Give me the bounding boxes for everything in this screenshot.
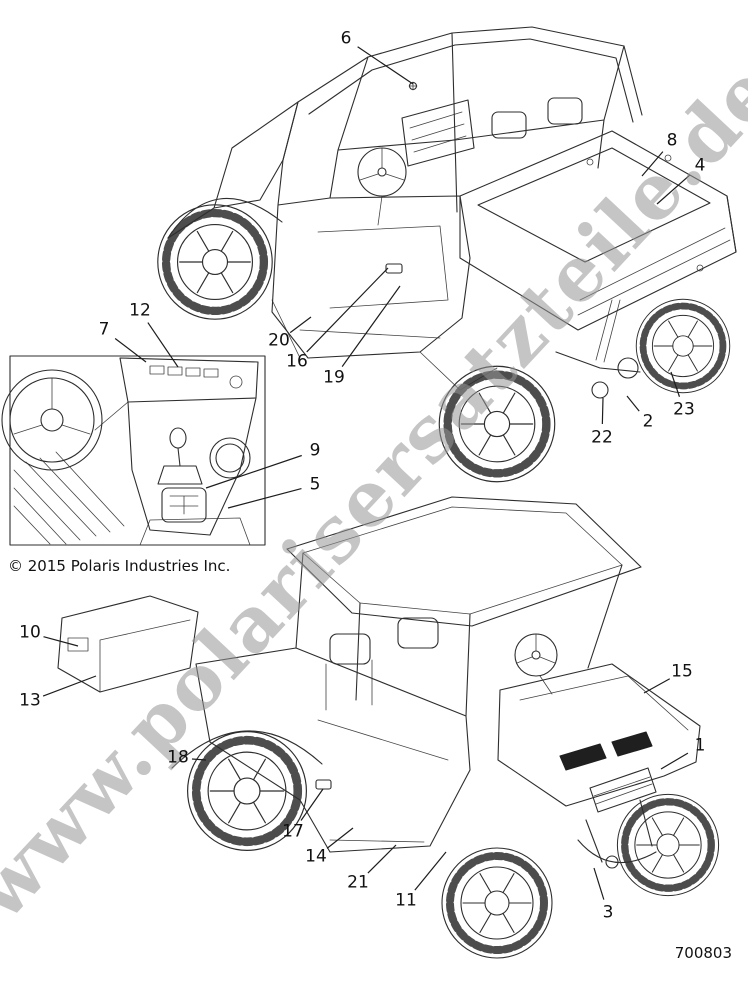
callout-1: 1: [694, 735, 706, 756]
leader-line-22: [601, 397, 604, 425]
leader-line-9: [205, 454, 302, 489]
callout-18: 18: [167, 747, 189, 768]
leader-line-5: [227, 487, 302, 509]
leader-line-14: [326, 827, 354, 849]
callout-23: 23: [673, 399, 695, 420]
leader-line-4: [656, 174, 690, 205]
callout-10: 10: [19, 622, 41, 643]
leader-line-16: [306, 267, 389, 353]
leader-line-10: [43, 636, 79, 647]
callout-2: 2: [642, 411, 654, 432]
leader-line-1: [660, 752, 689, 770]
callout-20: 20: [268, 330, 290, 351]
callout-15: 15: [671, 661, 693, 682]
leader-line-19: [341, 285, 401, 367]
callout-12: 12: [129, 300, 151, 321]
callout-3: 3: [602, 902, 614, 923]
copyright-text: © 2015 Polaris Industries Inc.: [8, 557, 231, 575]
callout-8: 8: [666, 130, 678, 151]
callout-5: 5: [309, 474, 321, 495]
leader-line-17: [300, 788, 324, 821]
callout-21: 21: [347, 872, 369, 893]
leader-line-23: [670, 371, 681, 397]
bottom-vehicle-drawing: [57, 496, 719, 958]
part-number: 700803: [674, 944, 732, 962]
leader-line-18: [191, 758, 207, 761]
leader-line-21: [367, 844, 397, 874]
callout-19: 19: [323, 367, 345, 388]
leader-line-11: [414, 851, 447, 891]
callout-13: 13: [19, 690, 41, 711]
leader-line-8: [641, 151, 664, 177]
callout-11: 11: [395, 890, 417, 911]
callout-7: 7: [98, 319, 110, 340]
leader-line-12: [147, 322, 179, 368]
leader-line-6: [357, 46, 414, 85]
leader-line-2: [626, 395, 640, 412]
callout-16: 16: [286, 351, 308, 372]
leader-line-7: [114, 338, 147, 363]
leader-line-13: [42, 675, 97, 697]
callout-14: 14: [305, 846, 327, 867]
callout-6: 6: [340, 28, 352, 49]
callout-17: 17: [282, 821, 304, 842]
callout-9: 9: [309, 440, 321, 461]
top-vehicle-drawing: [158, 26, 737, 482]
callout-22: 22: [591, 427, 613, 448]
callout-4: 4: [694, 155, 706, 176]
leader-line-15: [643, 678, 671, 694]
leader-line-3: [593, 867, 605, 900]
leader-line-20: [289, 316, 312, 334]
